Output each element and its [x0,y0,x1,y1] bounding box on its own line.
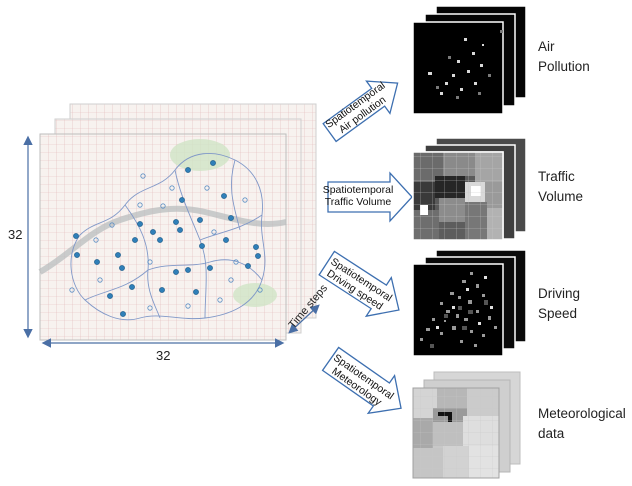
river [38,205,287,275]
height-dimension-label: 32 [8,227,23,242]
output-label-traffic-volume: Traffic Volume [538,167,583,207]
meteorology-stack [412,371,521,479]
flow-arrow-air-pollution [322,80,399,143]
output-label-line: Speed [538,306,578,321]
width-dimension-label: 32 [156,348,171,363]
output-label-meteorology: Meteorological data [538,404,626,444]
grid-cell-markers [69,173,263,311]
flow-arrow-meteorology [321,346,402,415]
map-stack [38,103,317,341]
output-label-driving-speed: Driving Speed [538,284,580,324]
monitoring-markers [73,160,261,317]
arrow-label-line: Traffic Volume [324,196,392,208]
output-label-line: Meteorological [538,406,626,421]
output-label-line: Pollution [538,59,590,74]
output-label-line: data [538,426,565,441]
flow-arrow-label-traffic-volume: Spatiotemporal Traffic Volume [317,184,399,208]
output-label-line: Volume [538,189,584,204]
park-area [233,283,277,307]
output-label-line: Air [538,39,555,54]
air-pollution-stack [412,5,527,115]
dimension-arrows [23,135,320,348]
traffic-volume-stack [412,137,527,241]
output-label-line: Traffic [538,169,575,184]
output-label-air-pollution: Air Pollution [538,37,590,77]
arrow-label-line: Spatiotemporal [322,184,394,196]
time-arrow [288,304,320,334]
flow-arrow-traffic-volume [327,171,413,223]
output-label-line: Driving [538,286,581,301]
driving-speed-stack [412,249,527,357]
flow-arrows [318,80,413,415]
flow-arrow-driving-speed [318,250,400,318]
